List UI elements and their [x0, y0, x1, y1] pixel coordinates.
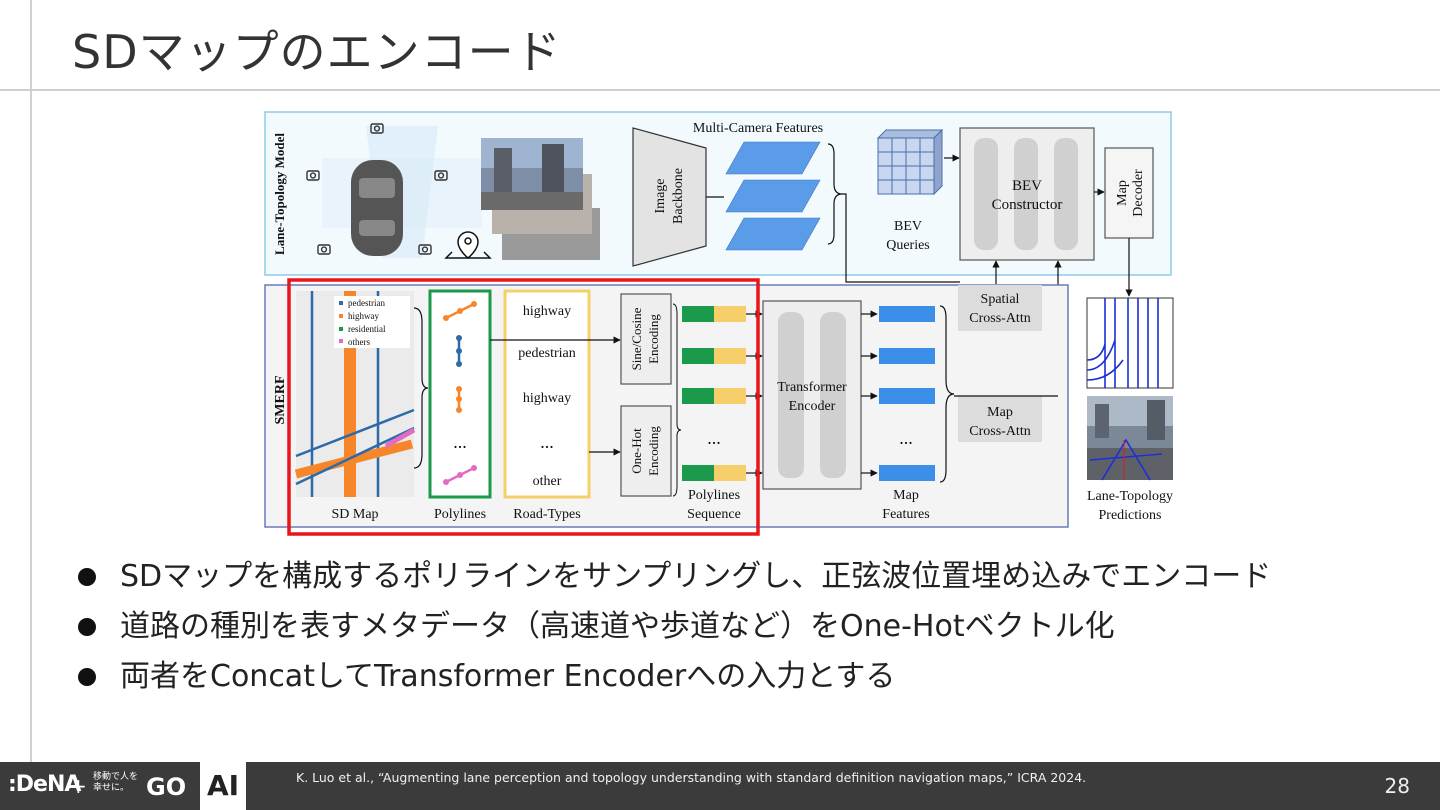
- road-type-item: pedestrian: [518, 346, 576, 361]
- bullet-dot: [78, 668, 96, 686]
- ai-logo: AI: [200, 762, 246, 810]
- sine-cosine-encoding-block: [620, 293, 672, 385]
- camera-icon: [306, 123, 448, 255]
- predicted-lanes-image: [1086, 297, 1174, 389]
- one-hot-encoding-block: [620, 405, 672, 497]
- transformer-encoder-block: [762, 300, 862, 490]
- multi-camera-feature-maps: [725, 141, 821, 251]
- map-features-brace: [939, 305, 955, 483]
- road-type-item: other: [533, 474, 562, 489]
- polylines-box: [428, 289, 492, 499]
- go-tagline: 移動で人を幸せに。: [93, 772, 139, 793]
- legend-highway: highway: [348, 311, 379, 321]
- footer-bar: :DeNA + 移動で人を幸せに。 GO AI K. Luo et al., “…: [0, 762, 1440, 810]
- bullet-text: SDマップを構成するポリラインをサンプリングし、正弦波位置埋め込みでエンコード: [120, 559, 1272, 594]
- spatial-cross-attn-line2: Cross-Attn: [969, 311, 1030, 326]
- logo-plus-sign: +: [70, 774, 87, 798]
- bullet-item: SDマップを構成するポリラインをサンプリングし、正弦波位置埋め込みでエンコード: [76, 552, 1271, 602]
- bullet-item: 両者をConcatしてTransformer Encoderへの入力とする: [76, 652, 1271, 702]
- legend-residential: residential: [348, 324, 386, 334]
- multi-camera-features-label: Multi-Camera Features: [693, 121, 823, 136]
- map-cross-attn-block: [958, 396, 1042, 442]
- polylines-sequence-line1: Polylines: [688, 488, 740, 503]
- car-icon: [322, 126, 482, 258]
- bev-queries-line2: Queries: [886, 238, 930, 253]
- image-backbone-line1: Image: [653, 179, 668, 214]
- encoder-to-features-arrows: [861, 310, 878, 477]
- highlight-box: [287, 278, 760, 536]
- lane-topology-predictions-line1: Lane-Topology: [1087, 489, 1173, 504]
- bullet-dot: [78, 568, 96, 586]
- citation-text: K. Luo et al., “Augmenting lane percepti…: [296, 770, 1087, 785]
- image-backbone-line2: Backbone: [671, 168, 686, 224]
- spatial-cross-attn-block: [958, 285, 1042, 331]
- map-decoder-block: [1104, 147, 1154, 239]
- bev-queries-cube: [876, 128, 944, 196]
- title-rule: [0, 89, 1440, 91]
- map-features-line2: Features: [882, 507, 929, 522]
- camera-images-stack: [481, 138, 600, 260]
- transformer-encoder-line2: Encoder: [789, 399, 836, 414]
- sine-cosine-line1: Sine/Cosine: [629, 307, 644, 370]
- map-cross-attn-line1: Map: [987, 405, 1013, 420]
- bev-constructor-line2: Constructor: [992, 197, 1063, 213]
- architecture-diagram: Lane-Topology Model Image Backbone Multi…: [264, 111, 1174, 536]
- go-logo: GO: [146, 773, 186, 801]
- lane-topology-predictions-line2: Predictions: [1099, 508, 1162, 523]
- encodings-brace: [672, 303, 682, 497]
- bullet-dot: [78, 618, 96, 636]
- map-decoder-line1: Map: [1115, 180, 1130, 206]
- predicted-lanes-camera-image: [1087, 396, 1173, 481]
- bev-queries-line1: BEV: [894, 219, 922, 234]
- polylines-sequence-line2: Sequence: [687, 507, 741, 522]
- lane-topology-model-label: Lane-Topology Model: [272, 133, 287, 255]
- bullet-list: SDマップを構成するポリラインをサンプリングし、正弦波位置埋め込みでエンコード …: [76, 552, 1271, 702]
- left-rule: [30, 0, 32, 762]
- slide-title: SDマップのエンコード: [72, 25, 562, 79]
- road-types-box: [503, 289, 591, 499]
- road-types-label: Road-Types: [513, 507, 580, 522]
- dena-logo: :DeNA: [8, 772, 81, 797]
- legend-others: others: [348, 337, 370, 347]
- sine-cosine-line2: Encoding: [646, 314, 661, 364]
- bev-constructor-line1: BEV: [1012, 178, 1042, 194]
- road-type-item: highway: [523, 304, 571, 319]
- transformer-encoder-line1: Transformer: [777, 380, 847, 395]
- sd-map-image: [294, 291, 416, 497]
- polyline-samples: [443, 301, 477, 485]
- page-number: 28: [1384, 774, 1410, 798]
- map-decoder-line2: Decoder: [1131, 169, 1146, 217]
- map-features-line1: Map: [893, 488, 919, 503]
- map-feature-tokens: [879, 306, 935, 481]
- legend-pedestrian: pedestrian: [348, 298, 385, 308]
- sd-map-label: SD Map: [331, 507, 378, 522]
- svg-text:GO: GO: [146, 773, 186, 801]
- image-backbone-block: [632, 127, 707, 267]
- road-type-item: highway: [523, 391, 571, 406]
- road-type-item: ...: [540, 432, 554, 452]
- sd-map-brace: [413, 307, 429, 469]
- sequence-ellipsis: ...: [707, 428, 721, 448]
- smerf-label: SMERF: [273, 376, 288, 425]
- one-hot-line2: Encoding: [646, 426, 661, 476]
- spatial-cross-attn-line1: Spatial: [981, 292, 1020, 307]
- polylines-ellipsis: ...: [453, 432, 467, 452]
- bullet-text: 両者をConcatしてTransformer Encoderへの入力とする: [120, 659, 896, 694]
- map-features-ellipsis: ...: [899, 428, 913, 448]
- bullet-text: 道路の種別を表すメタデータ（高速道や歩道など）をOne-Hotベクトル化: [120, 609, 1115, 644]
- polyline-sequence-tokens: [682, 306, 746, 481]
- features-to-spatial-connector: [842, 193, 960, 283]
- bullet-item: 道路の種別を表すメタデータ（高速道や歩道など）をOne-Hotベクトル化: [76, 602, 1271, 652]
- map-pin-icon: [444, 231, 492, 259]
- one-hot-line1: One-Hot: [629, 428, 644, 474]
- map-cross-attn-line2: Cross-Attn: [969, 424, 1030, 439]
- polylines-label: Polylines: [434, 507, 486, 522]
